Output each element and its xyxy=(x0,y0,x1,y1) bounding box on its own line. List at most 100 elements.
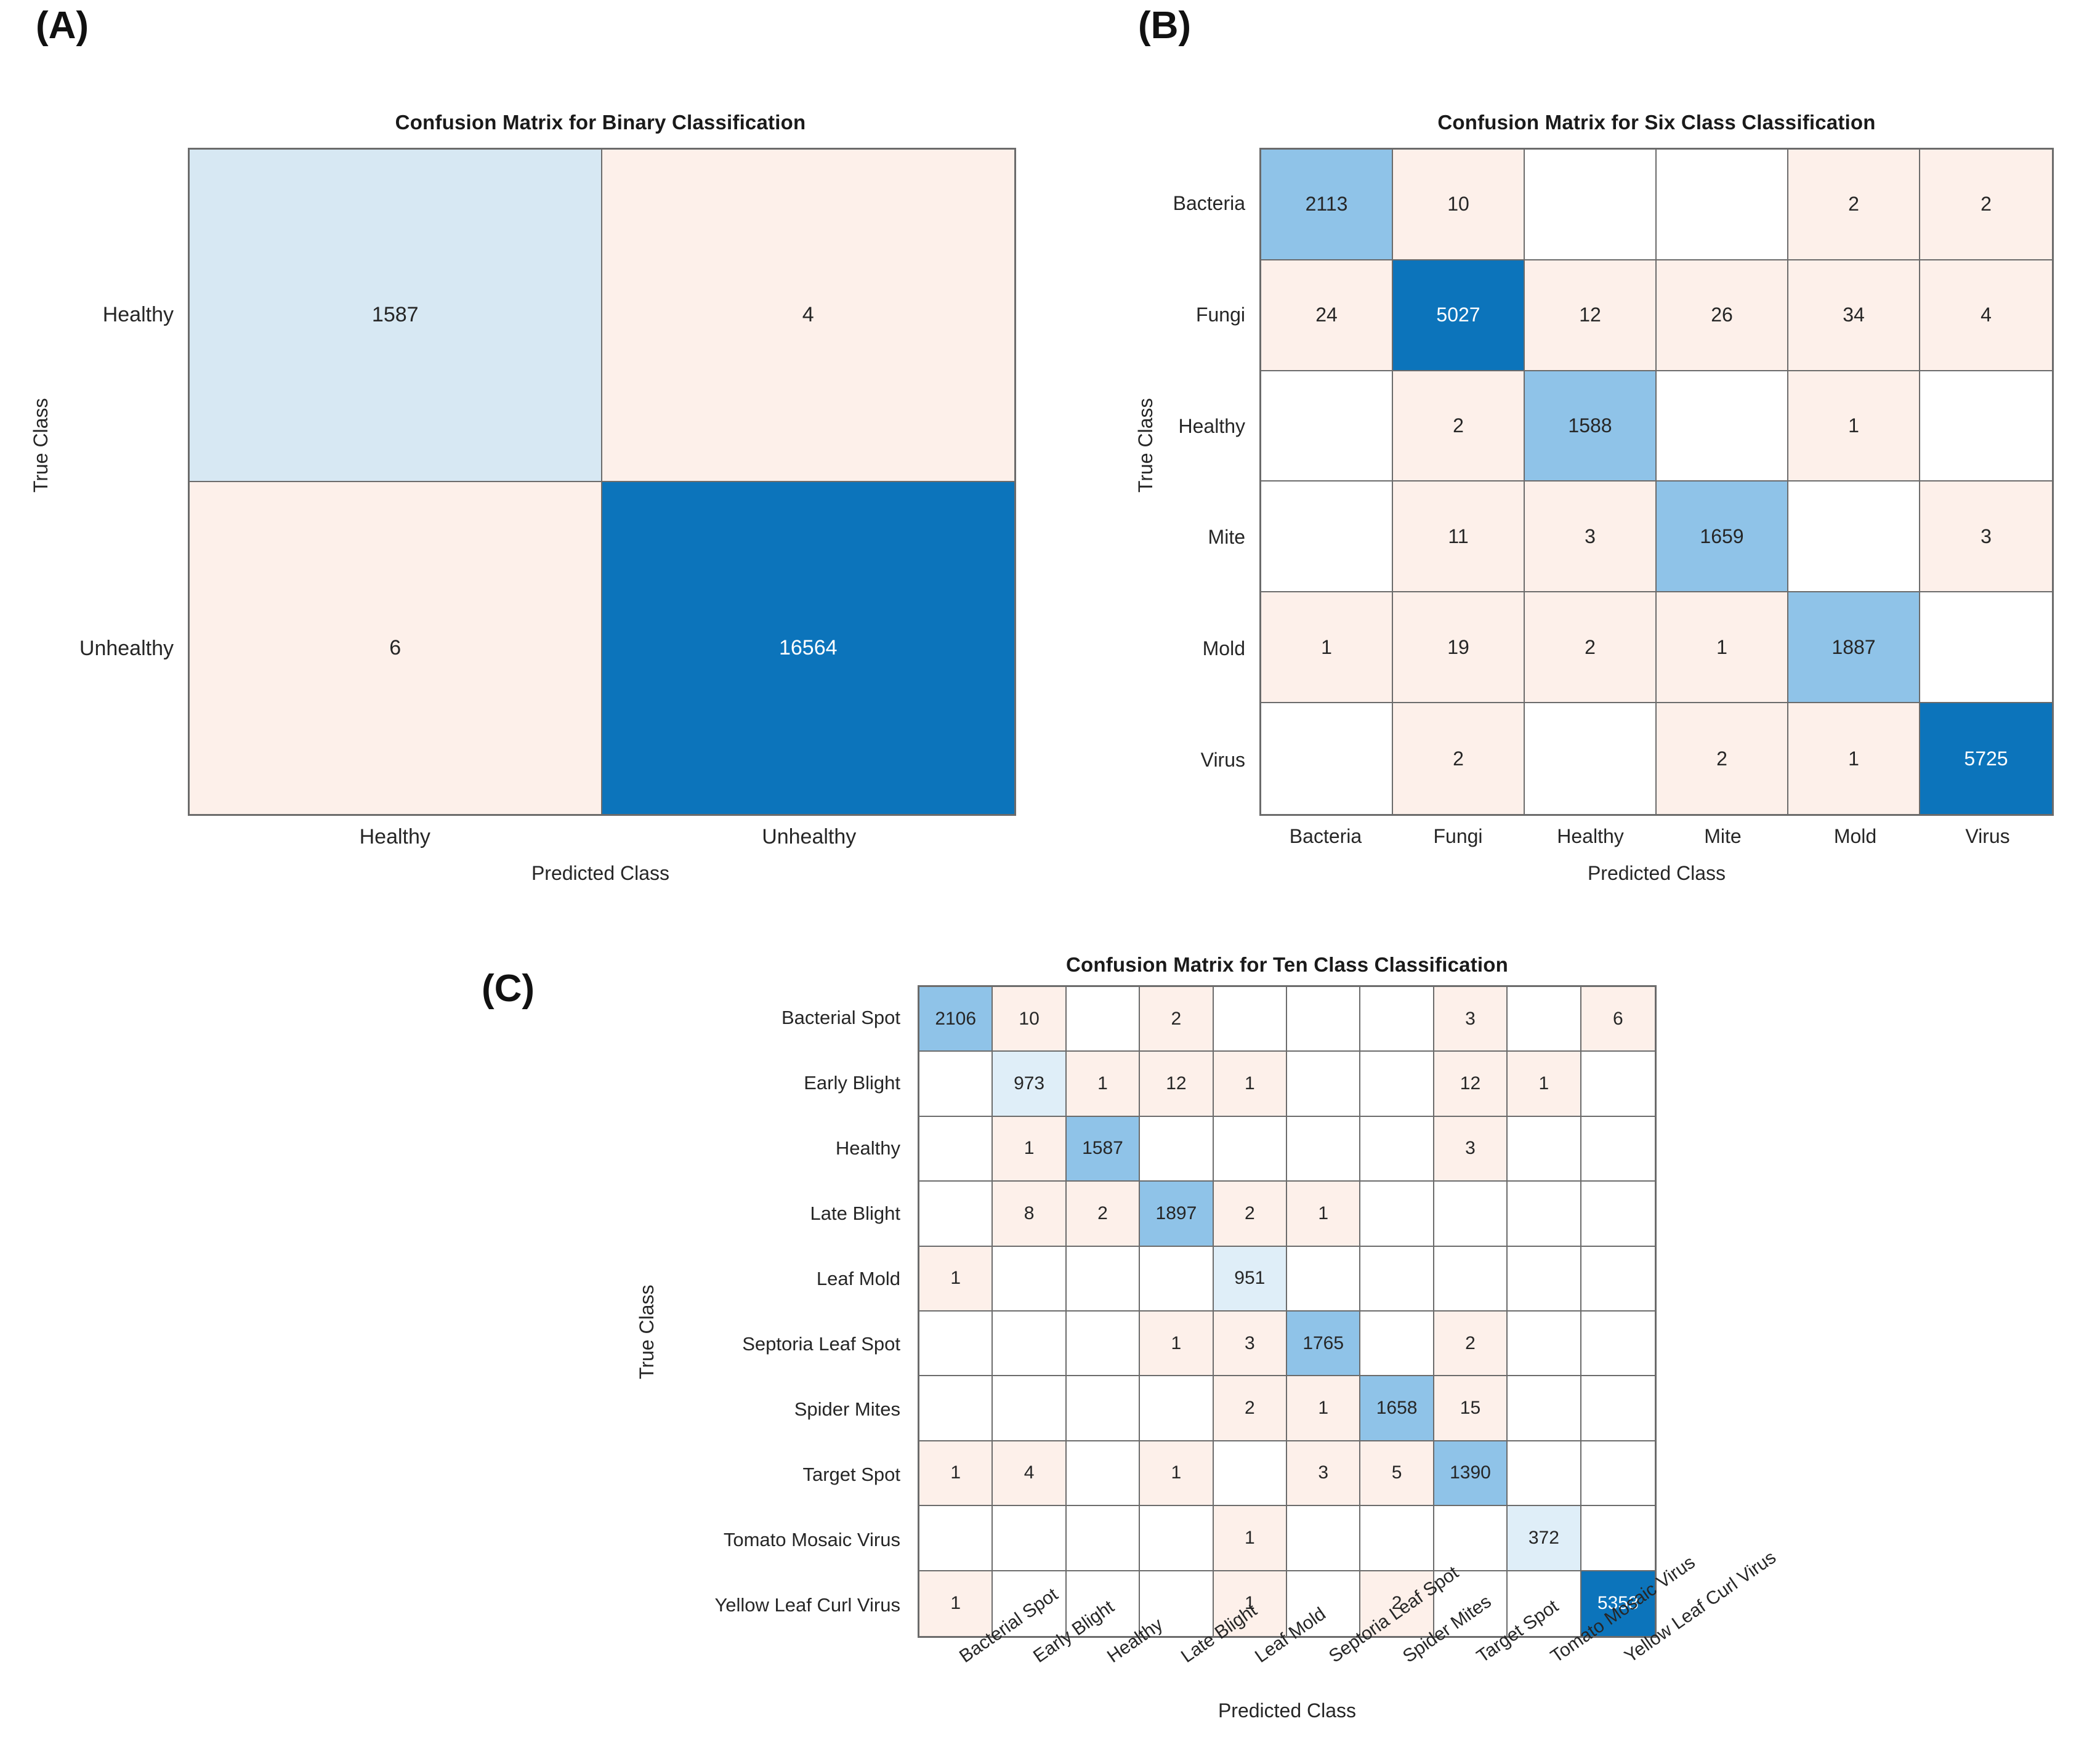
matrix-cell: 1659 xyxy=(1657,482,1788,593)
matrix-cell: 12 xyxy=(1525,260,1657,371)
matrix-cell xyxy=(1525,150,1657,260)
panel-label-b: (B) xyxy=(1138,4,1192,47)
matrix-cell xyxy=(1066,1506,1141,1571)
row-label-7: Target Spot xyxy=(802,1464,900,1485)
matrix-cell: 951 xyxy=(1213,1246,1287,1312)
matrix-cell xyxy=(1287,1506,1361,1571)
matrix-cell: 10 xyxy=(993,987,1067,1052)
matrix-cell: 2 xyxy=(1393,371,1525,482)
matrix-cell: 1 xyxy=(1066,1052,1141,1117)
col-label-0: Bacteria xyxy=(1289,825,1362,847)
matrix-cell xyxy=(1581,1441,1655,1507)
col-label-4: Mold xyxy=(1833,825,1877,847)
matrix-cell xyxy=(1525,703,1657,814)
matrix-cell xyxy=(1434,1506,1508,1571)
matrix-cell xyxy=(1287,1052,1361,1117)
matrix-cell xyxy=(1657,371,1788,482)
row-label-2: Healthy xyxy=(835,1137,900,1159)
col-label-1: Fungi xyxy=(1433,825,1483,847)
matrix-cell: 2 xyxy=(1393,703,1525,814)
matrix-cell: 1 xyxy=(919,1441,993,1507)
matrix-cell xyxy=(1508,1376,1581,1441)
row-label-1: Unhealthy xyxy=(79,637,174,661)
matrix-cell xyxy=(1788,482,1920,593)
matrix-cell xyxy=(1581,1052,1655,1117)
matrix-cell xyxy=(1508,1571,1581,1636)
matrix-cell xyxy=(1434,1571,1508,1636)
matrix-cell: 2113 xyxy=(1261,150,1393,260)
matrix-cell xyxy=(919,1506,993,1571)
matrix-cell xyxy=(1581,1116,1655,1182)
matrix-cell xyxy=(1140,1571,1214,1636)
matrix-cell: 1 xyxy=(1261,592,1393,704)
matrix-cell xyxy=(1066,1441,1141,1507)
matrix-cell: 8 xyxy=(993,1182,1067,1247)
panel-b-title: Confusion Matrix for Six Class Classific… xyxy=(1437,111,1876,134)
matrix-cell: 2 xyxy=(1657,703,1788,814)
matrix-cell: 10 xyxy=(1393,150,1525,260)
matrix-cell xyxy=(1287,1246,1361,1312)
matrix-cell xyxy=(1508,987,1581,1052)
matrix-cell xyxy=(1360,1312,1434,1377)
matrix-cell xyxy=(1140,1376,1214,1441)
matrix-cell: 5027 xyxy=(1393,260,1525,371)
matrix-cell xyxy=(919,1182,993,1247)
matrix-cell xyxy=(1360,1246,1434,1312)
matrix-cell: 15 xyxy=(1434,1376,1508,1441)
matrix-cell xyxy=(1066,1376,1141,1441)
matrix-cell xyxy=(1581,1182,1655,1247)
matrix-cell: 19 xyxy=(1393,592,1525,704)
matrix-cell xyxy=(1920,592,2052,704)
matrix-cell: 1 xyxy=(993,1116,1067,1182)
panel-c-title: Confusion Matrix for Ten Class Classific… xyxy=(1065,953,1508,976)
matrix-cell: 5725 xyxy=(1920,703,2052,814)
matrix-cell: 3 xyxy=(1920,482,2052,593)
matrix-cell xyxy=(1066,1571,1141,1636)
matrix-cell: 2 xyxy=(1213,1376,1287,1441)
matrix-cell xyxy=(1360,1052,1434,1117)
matrix-cell xyxy=(1920,371,2052,482)
matrix-cell xyxy=(993,1506,1067,1571)
matrix-cell xyxy=(919,1312,993,1377)
row-label-3: Mite xyxy=(1208,526,1245,549)
panel-c-y-axis-label: True Class xyxy=(636,1284,658,1379)
row-label-5: Virus xyxy=(1200,749,1245,772)
panel-b-x-axis-label: Predicted Class xyxy=(1587,862,1726,884)
col-label-3: Mite xyxy=(1704,825,1742,847)
matrix-cell: 973 xyxy=(993,1052,1067,1117)
matrix-cell xyxy=(1360,1506,1434,1571)
matrix-cell: 12 xyxy=(1434,1052,1508,1117)
matrix-cell xyxy=(993,1246,1067,1312)
matrix-cell xyxy=(919,1116,993,1182)
matrix-cell: 6 xyxy=(1581,987,1655,1052)
matrix-cell: 2 xyxy=(1360,1571,1434,1636)
row-label-0: Healthy xyxy=(102,302,174,326)
matrix-cell: 2 xyxy=(1525,592,1657,704)
matrix-cell: 1 xyxy=(919,1571,993,1636)
matrix-cell xyxy=(919,1052,993,1117)
matrix-cell: 4 xyxy=(602,150,1014,482)
matrix-cell: 1 xyxy=(1508,1052,1581,1117)
matrix-cell: 3 xyxy=(1525,482,1657,593)
matrix-cell xyxy=(1508,1246,1581,1312)
matrix-cell: 3 xyxy=(1213,1312,1287,1377)
matrix-cell xyxy=(1434,1246,1508,1312)
col-label-2: Healthy xyxy=(1557,825,1624,847)
matrix-cell: 1658 xyxy=(1360,1376,1434,1441)
matrix-cell xyxy=(1066,1246,1141,1312)
matrix-cell xyxy=(1140,1116,1214,1182)
matrix-cell: 5 xyxy=(1360,1441,1434,1507)
matrix-cell xyxy=(993,1571,1067,1636)
matrix-cell: 1 xyxy=(1140,1312,1214,1377)
matrix-cell xyxy=(1360,1182,1434,1247)
matrix-cell: 6 xyxy=(190,482,602,814)
matrix-cell xyxy=(1261,703,1393,814)
row-label-8: Tomato Mosaic Virus xyxy=(723,1529,900,1550)
matrix-cell: 3 xyxy=(1434,1116,1508,1182)
matrix-cell: 372 xyxy=(1508,1506,1581,1571)
